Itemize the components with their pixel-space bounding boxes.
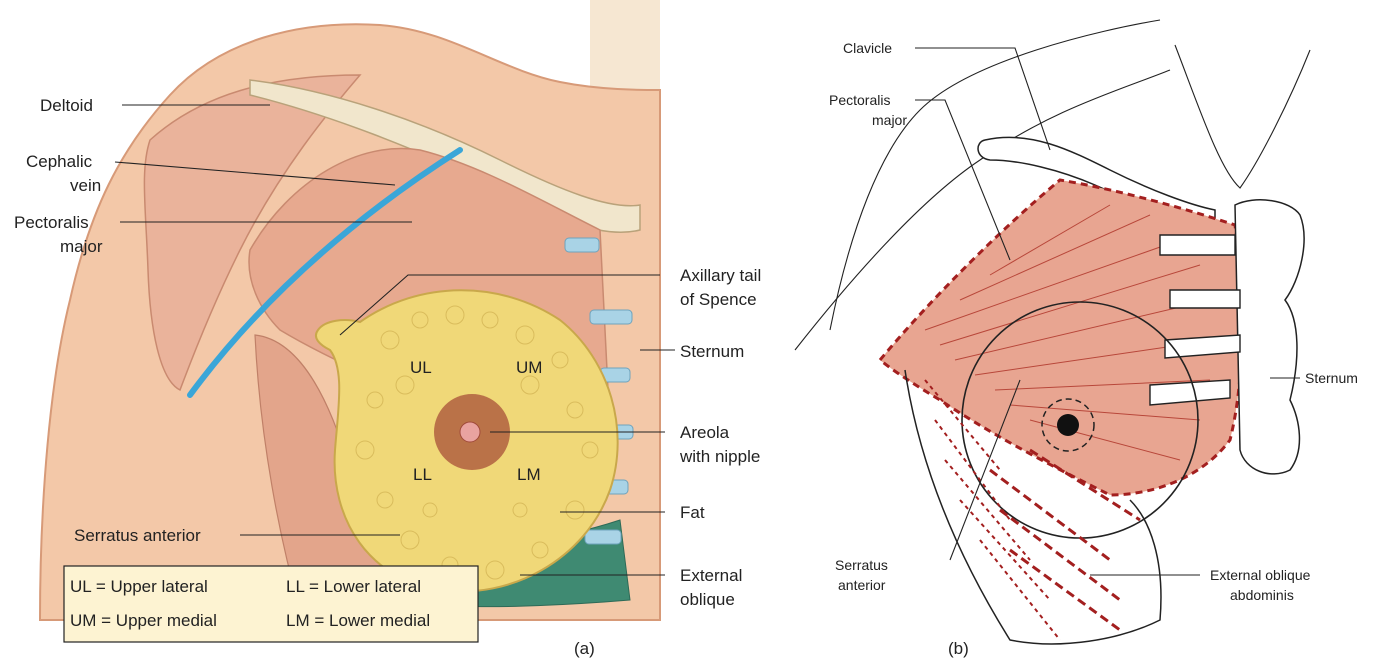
neck-right-b: [1175, 45, 1310, 188]
legend-ul: UL = Upper lateral: [70, 577, 208, 596]
quadrant-um: UM: [516, 358, 542, 377]
label-sternum-b: Sternum: [1305, 370, 1358, 386]
label-clavicle: Clavicle: [843, 40, 892, 56]
quadrant-ul: UL: [410, 358, 432, 377]
label-fat: Fat: [680, 503, 705, 522]
pectoralis-major-b: [880, 180, 1242, 495]
caption-b: (b): [948, 639, 969, 658]
label-external-oblique-b-2: abdominis: [1230, 587, 1294, 603]
label-axillary-tail-1: Axillary tail: [680, 266, 761, 285]
label-pectoralis-major-b-2: major: [872, 112, 907, 128]
caption-a: (a): [574, 639, 595, 658]
label-pectoralis-major-b-1: Pectoralis: [829, 92, 890, 108]
label-external-oblique-2: oblique: [680, 590, 735, 609]
label-pectoralis-major-a-2: major: [60, 237, 103, 256]
label-sternum-a: Sternum: [680, 342, 744, 361]
quadrant-lm: LM: [517, 465, 541, 484]
quadrant-ll: LL: [413, 465, 432, 484]
label-external-oblique-b-1: External oblique: [1210, 567, 1311, 583]
nipple-b: [1057, 414, 1079, 436]
label-axillary-tail-2: of Spence: [680, 290, 757, 309]
legend-um: UM = Upper medial: [70, 611, 217, 630]
label-areola-1: Areola: [680, 423, 730, 442]
label-serratus-anterior-a: Serratus anterior: [74, 526, 201, 545]
label-serratus-anterior-b-1: Serratus: [835, 557, 888, 573]
label-cephalic-vein-1: Cephalic: [26, 152, 93, 171]
legend-ll: LL = Lower lateral: [286, 577, 421, 596]
nipple: [460, 422, 480, 442]
label-serratus-anterior-b-2: anterior: [838, 577, 886, 593]
label-external-oblique-1: External: [680, 566, 742, 585]
label-cephalic-vein-2: vein: [70, 176, 101, 195]
label-pectoralis-major-a-1: Pectoralis: [14, 213, 89, 232]
label-areola-2: with nipple: [679, 447, 760, 466]
legend-lm: LM = Lower medial: [286, 611, 430, 630]
sternum-b: [1235, 200, 1304, 474]
label-deltoid: Deltoid: [40, 96, 93, 115]
